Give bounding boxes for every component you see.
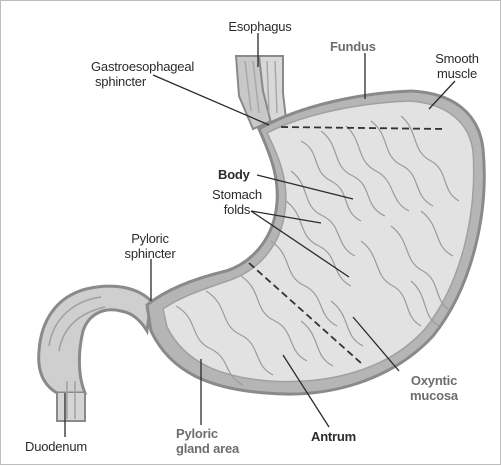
label-oxyntic-line1: Oxyntic — [399, 373, 469, 388]
label-smooth-muscle: Smooth muscle — [425, 51, 489, 81]
label-pyloric-gland-area: Pyloric gland area — [176, 426, 239, 456]
label-antrum: Antrum — [311, 429, 356, 444]
label-oxyntic-line2: mucosa — [399, 388, 469, 403]
label-stomach-folds-line1: Stomach — [201, 187, 273, 202]
label-smooth-muscle-line2: muscle — [425, 66, 489, 81]
label-body: Body — [218, 167, 250, 182]
label-gastroesophageal-line1: Gastroesophageal — [91, 59, 194, 74]
duodenum-tube — [39, 286, 151, 421]
label-pyloric-gland-line1: Pyloric — [176, 426, 239, 441]
label-gastroesophageal-sphincter: Gastroesophageal sphincter — [91, 59, 194, 89]
stomach-body — [147, 91, 484, 394]
label-stomach-folds-line2: folds — [201, 202, 273, 217]
label-pyloric-sphincter: Pyloric sphincter — [115, 231, 185, 261]
label-pyloric-sphincter-line2: sphincter — [115, 246, 185, 261]
label-duodenum: Duodenum — [25, 439, 87, 454]
label-smooth-muscle-line1: Smooth — [425, 51, 489, 66]
label-pyloric-sphincter-line1: Pyloric — [115, 231, 185, 246]
label-gastroesophageal-line2: sphincter — [91, 74, 194, 89]
label-pyloric-gland-line2: gland area — [176, 441, 239, 456]
label-stomach-folds: Stomach folds — [201, 187, 273, 217]
label-fundus: Fundus — [330, 39, 376, 54]
label-oxyntic-mucosa: Oxyntic mucosa — [399, 373, 469, 403]
label-esophagus: Esophagus — [223, 19, 297, 34]
